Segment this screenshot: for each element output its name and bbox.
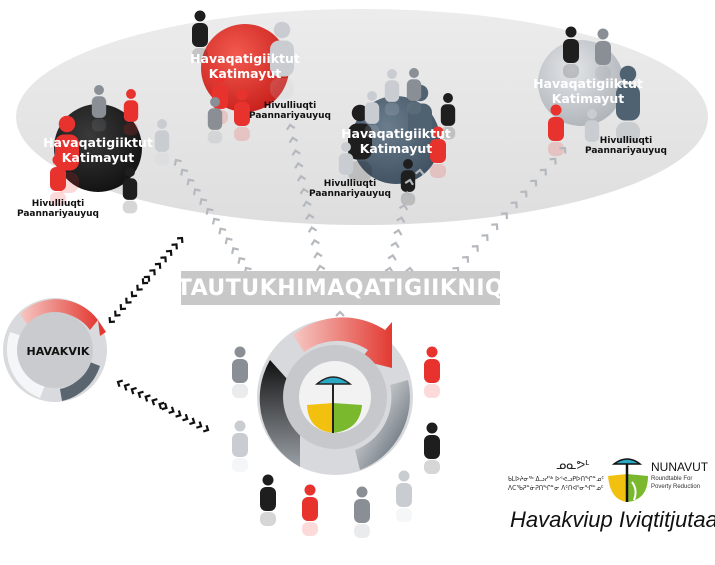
group-4-title-1: Havaqatigiiktut xyxy=(533,76,643,91)
person-figure xyxy=(338,142,354,189)
person-figure xyxy=(154,119,170,166)
group-3-title-1: Havaqatigiiktut xyxy=(341,126,451,141)
person-figure xyxy=(396,470,412,522)
person-figure xyxy=(384,69,400,116)
brand-sub: Roundtable For Poverty Reduction xyxy=(651,475,700,491)
person-figure xyxy=(348,104,372,182)
brand-sub-2: Poverty Reduction xyxy=(651,484,701,490)
group-4-title-2: Katimayut xyxy=(552,91,625,106)
person-figure xyxy=(122,167,138,214)
leader-3-line-1: Hivulliuqti xyxy=(324,179,376,189)
person-figure xyxy=(50,154,66,206)
person-figure xyxy=(584,109,600,156)
arrow-trail xyxy=(108,236,184,324)
person-figure xyxy=(270,21,294,99)
havakvik-label: HAVAKVIK xyxy=(27,345,90,358)
person-figure xyxy=(354,486,370,538)
person-figure xyxy=(424,346,440,398)
havakvik-wheel: HAVAKVIK xyxy=(3,298,107,402)
hub-label: TAUTUKHIMAQATIGIIKNIQ xyxy=(177,271,504,305)
person-figure xyxy=(548,104,564,156)
brand-name: NUNAVUT xyxy=(651,460,709,474)
arrow-trail xyxy=(285,123,326,272)
person-figure xyxy=(302,484,318,536)
group-3-title-2: Katimayut xyxy=(360,141,433,156)
person-figure xyxy=(364,91,380,138)
arrow-trail xyxy=(404,168,425,274)
brand-sub-1: Roundtable For xyxy=(651,476,693,482)
leader-1-line-1: Hivulliuqti xyxy=(264,101,316,111)
brand-syllabics-main: ᓄᓇᕗᒻ xyxy=(556,458,590,472)
arrow-trail xyxy=(452,146,567,274)
person-figure xyxy=(430,126,446,178)
person-figure xyxy=(123,89,139,136)
person-figure xyxy=(232,346,248,398)
brand-block: ᓄᓇᕗᒻ ᑲᒪᐅᔨᓂᕐᒃ ᐃᓗᓯᖅ ᐅᕝᕙᓗᑭᐅᑎᖏᓐᓄᑦ ᐱᑕᖃᕈᓐᓃᕈᑎᖏᓐ… xyxy=(508,452,715,552)
brand-syllabics-line-2: ᐱᑕᖃᕈᓐᓃᕈᑎᖏᓐᓂ ᐱᑦᑎᐊᕐᓂᖏᓐᓄᑦ xyxy=(508,485,604,492)
leader-4-line-1: Hivulliuqti xyxy=(600,136,652,146)
person-figure xyxy=(406,68,422,115)
leader-4-line-2: Paannariyauyuq xyxy=(585,146,667,156)
leader-3-line-2: Paannariyauyuq xyxy=(309,189,391,199)
person-figure xyxy=(207,97,223,144)
group-2-title-2: Katimayut xyxy=(62,150,135,165)
person-figure xyxy=(595,28,611,80)
person-figure xyxy=(440,93,456,140)
central-wheel xyxy=(257,317,413,475)
group-circle-black xyxy=(54,104,142,192)
leader-1-line-2: Paannariyauyuq xyxy=(249,111,331,121)
group-2-title-1: Havaqatigiiktut xyxy=(43,135,153,150)
person-figure xyxy=(91,85,107,132)
person-figure xyxy=(616,65,640,143)
person-figure xyxy=(192,10,208,62)
group-1-title-2: Katimayut xyxy=(209,66,282,81)
brand-syllabics-line-1: ᑲᒪᐅᔨᓂᕐᒃ ᐃᓗᓯᖅ ᐅᕝᕙᓗᑭᐅᑎᖏᓐᓄᑦ xyxy=(508,476,604,483)
group-1-title-1: Havaqatigiiktut xyxy=(190,51,300,66)
brand-title: Havakviup Iviqtitjutaa xyxy=(510,507,715,532)
person-figure xyxy=(234,89,250,141)
leader-2-line-2: Paannariyauyuq xyxy=(17,209,99,219)
leader-2-line-1: Hivulliuqti xyxy=(32,199,84,209)
arrow-trail xyxy=(116,379,210,433)
roundtable-logo xyxy=(608,458,648,502)
person-figure xyxy=(260,474,276,526)
person-figure xyxy=(563,26,579,78)
person-figure xyxy=(424,422,440,474)
person-figure xyxy=(232,420,248,472)
person-figure xyxy=(408,84,432,162)
arrow-trail xyxy=(173,158,252,274)
